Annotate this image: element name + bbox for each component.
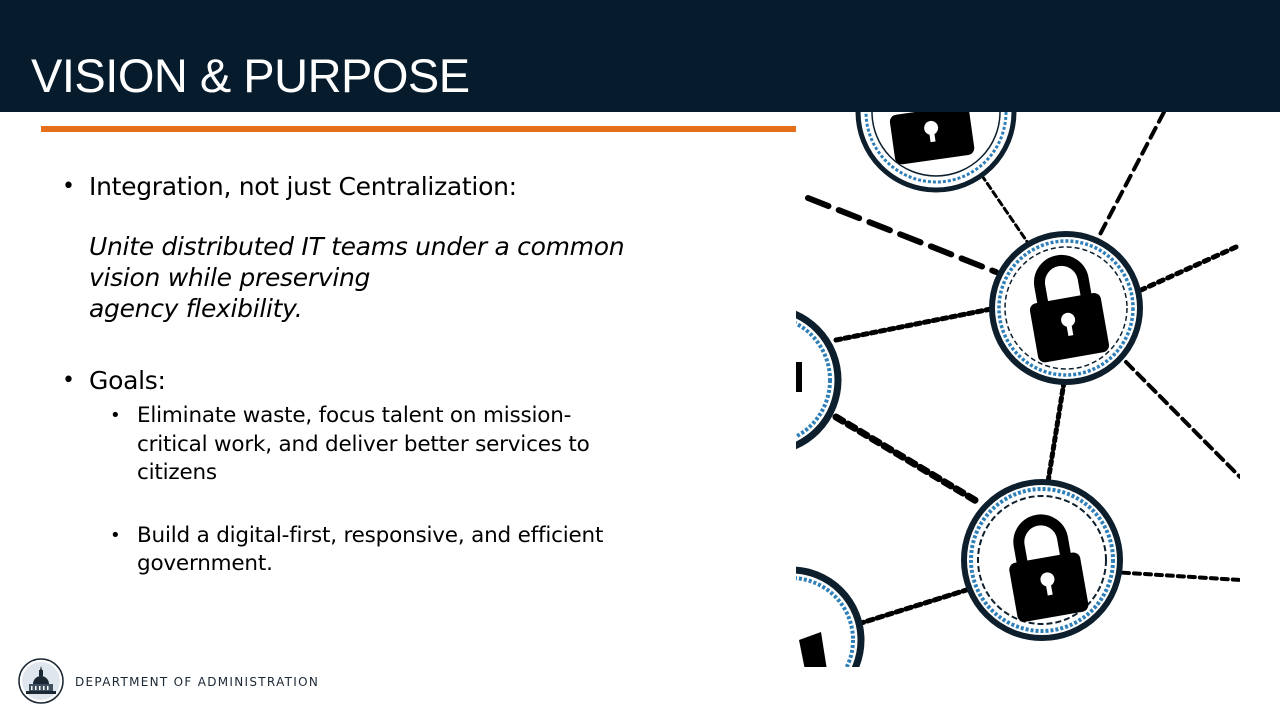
bullet-marker: • [62,174,75,199]
page-title: VISION & PURPOSE [31,49,470,102]
bullet-marker: • [62,368,75,393]
goal-line: Build a digital-first, responsive, and e… [137,522,604,548]
description-line: agency flexibility. [89,294,303,323]
padlock-network-icon [796,112,1240,667]
padlock-node-left [796,310,842,450]
network-connector-lines [805,112,1240,627]
title-bar: VISION & PURPOSE [0,0,1280,112]
goal-item: • Build a digital-first, responsive, and… [108,522,688,579]
padlock-node-bottom-left [796,566,865,667]
padlock-node-top [855,112,1017,193]
goal-line: government. [137,551,273,576]
bullet-integration: • Integration, not just Centralization: … [62,171,762,324]
slide-body: • Integration, not just Centralization: … [62,166,762,579]
capitol-building-seal-icon [18,658,64,704]
goal-line: Eliminate waste, focus talent on mission… [137,403,572,428]
goal-line: citizens [137,460,217,485]
padlock-node-center [992,234,1140,382]
goal-item: • Eliminate waste, focus talent on missi… [108,402,688,488]
bullet-marker: • [110,405,121,426]
description-line: vision while preserving [89,263,371,292]
bullet-heading: Goals: [89,366,166,395]
footer-department-label: DEPARTMENT OF ADMINISTRATION [75,675,320,689]
goal-line: critical work, and deliver better servic… [137,431,590,457]
description-line: Unite distributed IT teams under a commo… [89,232,625,261]
bullet-heading: Integration, not just Centralization: [89,172,517,201]
accent-divider [41,126,796,132]
bullet-description: Unite distributed IT teams under a commo… [89,231,729,324]
padlock-node-bottom [961,479,1123,641]
bullet-goals: • Goals: [62,365,762,396]
padlock-network-image [796,112,1240,667]
goals-list: • Eliminate waste, focus talent on missi… [108,402,688,579]
bullet-marker: • [110,524,121,546]
